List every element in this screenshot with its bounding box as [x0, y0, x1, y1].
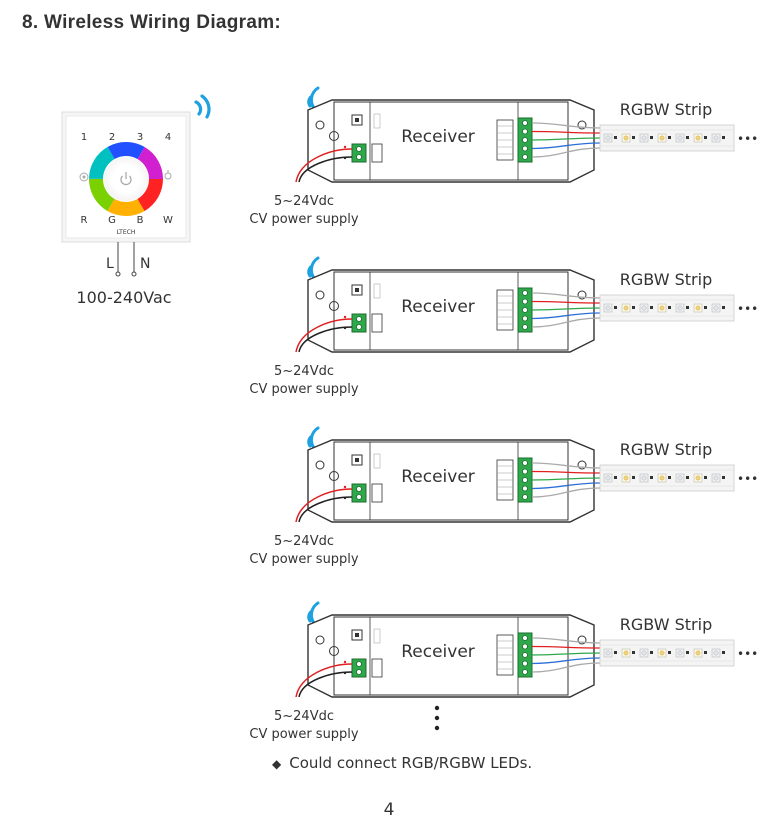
mains-voltage: 100-240Vac	[76, 288, 171, 307]
receiver-label: Receiver	[401, 297, 475, 317]
page-number: 4	[383, 800, 395, 820]
panel-key-1: 1	[81, 132, 87, 143]
panel-key-3: 3	[137, 132, 143, 143]
more-receivers-dots	[434, 705, 440, 731]
receiver-label: Receiver	[401, 127, 475, 147]
output-wires	[531, 292, 601, 328]
supply-text: CV power supply	[249, 212, 359, 227]
section-heading: 8. Wireless Wiring Diagram:	[22, 12, 282, 33]
strip-label: RGBW Strip	[620, 100, 712, 119]
panel-key-b: B	[137, 215, 144, 226]
receiver-body	[307, 269, 595, 353]
receiver-wifi-icon	[307, 86, 320, 110]
supply-voltage: 5~24Vdc	[274, 534, 334, 549]
output-wires	[531, 637, 601, 673]
live-label: L	[106, 256, 114, 272]
receiver-label: Receiver	[401, 467, 475, 487]
receiver-wifi-icon	[307, 426, 320, 450]
mains-wires	[115, 242, 137, 277]
input-wires	[295, 660, 353, 698]
dimmer-icon	[164, 170, 172, 180]
output-wires	[531, 462, 601, 498]
led-strip	[599, 124, 735, 152]
note-text: Could connect RGB/RGBW LEDs.	[289, 754, 533, 772]
receiver-wifi-icon	[307, 601, 320, 625]
power-icon	[120, 172, 132, 186]
supply-voltage: 5~24Vdc	[274, 364, 334, 379]
receiver-unit: Receiver ••• RGBW Strip 5~24Vdc CV power sup…	[249, 601, 758, 742]
panel-key-w: W	[163, 215, 173, 226]
supply-text: CV power supply	[249, 382, 359, 397]
receiver-unit: Receiver ••• RGBW Strip 5~24Vdc CV power sup…	[249, 86, 758, 227]
supply-text: CV power supply	[249, 552, 359, 567]
input-wires	[295, 315, 353, 353]
receiver-body	[307, 614, 595, 698]
strip-continuation-dots: •••	[737, 647, 758, 661]
supply-voltage: 5~24Vdc	[274, 709, 334, 724]
led-strip	[599, 294, 735, 322]
receiver-unit: Receiver ••• RGBW Strip 5~24Vdc CV power sup…	[249, 256, 758, 397]
strip-label: RGBW Strip	[620, 615, 712, 634]
panel-brand: LTECH	[117, 229, 136, 236]
panel-top-labels: 1 2 3 4	[81, 132, 171, 143]
receiver-body	[307, 99, 595, 183]
input-wires	[295, 485, 353, 523]
panel-key-2: 2	[109, 132, 115, 143]
brightness-icon	[79, 172, 89, 182]
receiver-label: Receiver	[401, 642, 475, 662]
input-wires	[295, 145, 353, 183]
strip-continuation-dots: •••	[737, 472, 758, 486]
receivers: Receiver ••• RGBW Strip 5~24Vdc CV power sup…	[249, 86, 758, 742]
led-strip	[599, 464, 735, 492]
strip-label: RGBW Strip	[620, 440, 712, 459]
supply-voltage: 5~24Vdc	[274, 194, 334, 209]
panel-key-r: R	[81, 215, 88, 226]
strip-continuation-dots: •••	[737, 132, 758, 146]
receiver-wifi-icon	[307, 256, 320, 280]
strip-label: RGBW Strip	[620, 270, 712, 289]
output-wires	[531, 122, 601, 158]
supply-text: CV power supply	[249, 727, 359, 742]
strip-continuation-dots: •••	[737, 302, 758, 316]
panel-bottom-labels: R G B W	[81, 215, 174, 226]
note-line: ◆ Could connect RGB/RGBW LEDs.	[272, 754, 532, 772]
receiver-body	[307, 439, 595, 523]
receiver-unit: Receiver ••• RGBW Strip 5~24Vdc CV power sup…	[249, 426, 758, 567]
panel-key-4: 4	[165, 132, 171, 143]
neutral-label: N	[140, 256, 150, 272]
panel-key-g: G	[108, 215, 116, 226]
led-strip	[599, 639, 735, 667]
diamond-bullet-icon: ◆	[272, 757, 282, 771]
wall-panel: 1 2 3 4 R G B W	[61, 111, 191, 243]
panel-wifi-icon	[194, 94, 211, 119]
